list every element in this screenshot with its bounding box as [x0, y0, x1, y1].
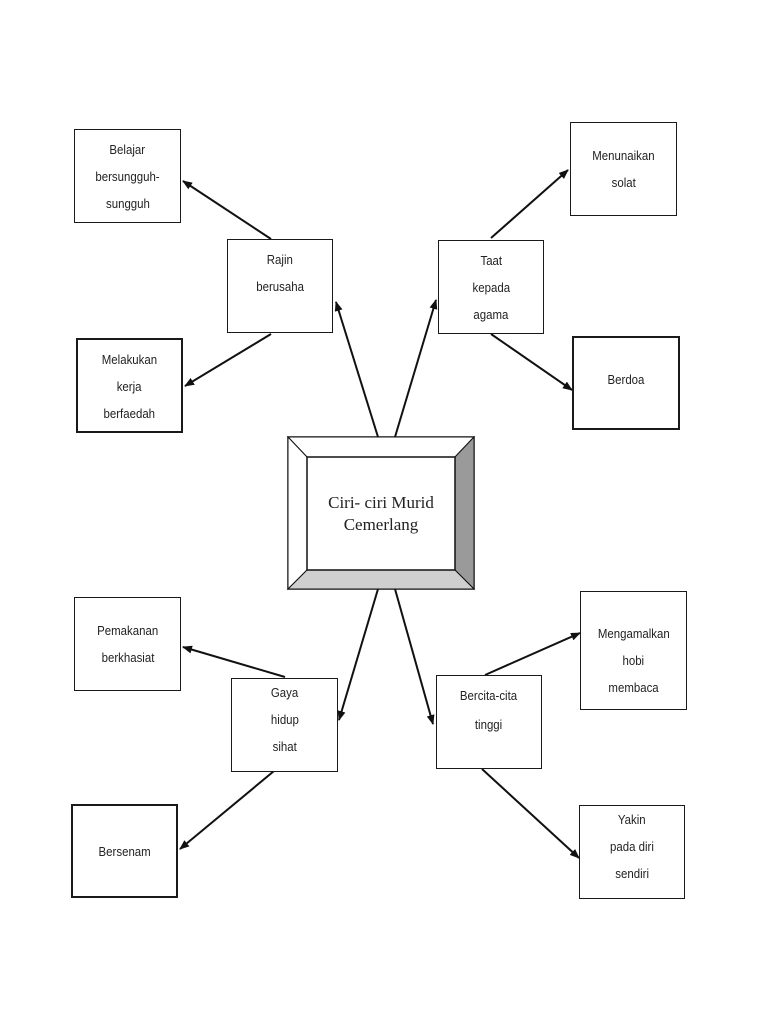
node-text-line: bersungguh-: [95, 169, 160, 184]
node-text-line: Berdoa: [607, 372, 645, 387]
node-text-line: sungguh: [105, 196, 150, 211]
node-text-line: Belajar: [109, 142, 146, 157]
node-text-line: berkhasiat: [101, 650, 154, 665]
node-yakin-pada-diri-sendiri: Yakin pada diri sendiri: [579, 805, 685, 899]
node-text-line: Melakukan: [101, 352, 158, 367]
arrow-rajin-to-melakukan: [184, 333, 272, 387]
arrow-taat-to-menunaikan: [490, 169, 569, 239]
node-text-line: sihat: [272, 739, 297, 754]
arrow-rajin-to-belajar: [182, 180, 272, 240]
node-gaya-hidup-sihat: Gaya hidup sihat: [231, 678, 338, 772]
node-taat-kepada-agama: Taat kepada agama: [438, 240, 544, 334]
node-bercita-cita-tinggi: Bercita-cita tinggi: [436, 675, 542, 769]
node-text-line: membaca: [608, 680, 659, 695]
node-menunaikan-solat: Menunaikan solat: [570, 122, 677, 216]
node-text-line: Gaya: [270, 685, 299, 700]
node-text-line: solat: [611, 175, 636, 190]
node-text-line: sendiri: [615, 866, 649, 881]
node-text-line: hidup: [270, 712, 299, 727]
node-text-line: berfaedah: [103, 406, 156, 421]
node-text-line: berusaha: [256, 279, 304, 294]
node-text-line: Menunaikan: [592, 148, 655, 163]
node-text-line: Yakin: [618, 812, 646, 827]
node-text-line: kerja: [117, 379, 142, 394]
node-berdoa: Berdoa: [572, 336, 680, 430]
node-mengamalkan-hobi-membaca: Mengamalkan hobi membaca: [580, 591, 687, 710]
arrow-center-to-bercita: [394, 588, 435, 725]
node-text-line: pada diri: [610, 839, 654, 854]
center-node-label: Ciri- ciri Murid Cemerlang: [307, 457, 455, 570]
node-text-line: agama: [473, 307, 509, 322]
node-text-line: hobi: [622, 653, 645, 668]
node-text-line: Pemakanan: [96, 623, 159, 638]
arrow-bercita-to-yakin: [481, 768, 580, 859]
node-text-line: Mengamalkan: [597, 626, 670, 641]
arrow-center-to-gaya: [337, 588, 379, 721]
node-text-line: tinggi: [475, 717, 503, 732]
arrow-bercita-to-mengamalkan: [484, 632, 581, 676]
center-label-line-2: Cemerlang: [343, 514, 419, 534]
center-label-line-1: Ciri- ciri Murid: [328, 492, 434, 512]
node-belajar-bersungguh-sungguh: Belajar bersungguh- sungguh: [74, 129, 181, 223]
arrow-taat-to-berdoa: [490, 333, 573, 391]
center-node-bevel: [286, 435, 476, 591]
arrow-gaya-to-bersenam: [179, 770, 275, 850]
arrow-gaya-to-pemakanan: [182, 645, 286, 678]
arrow-center-to-taat: [394, 299, 438, 438]
node-bersenam: Bersenam: [71, 804, 178, 898]
node-rajin-berusaha: Rajin berusaha: [227, 239, 333, 333]
node-text-line: Bercita-cita: [460, 688, 518, 703]
arrow-center-to-rajin: [334, 301, 379, 438]
node-text-line: Taat: [480, 253, 502, 268]
node-pemakanan-berkhasiat: Pemakanan berkhasiat: [74, 597, 181, 691]
node-melakukan-kerja-berfaedah: Melakukan kerja berfaedah: [76, 338, 183, 433]
node-text-line: Bersenam: [98, 843, 151, 859]
node-text-line: kepada: [472, 280, 510, 295]
node-text-line: Rajin: [266, 252, 294, 267]
